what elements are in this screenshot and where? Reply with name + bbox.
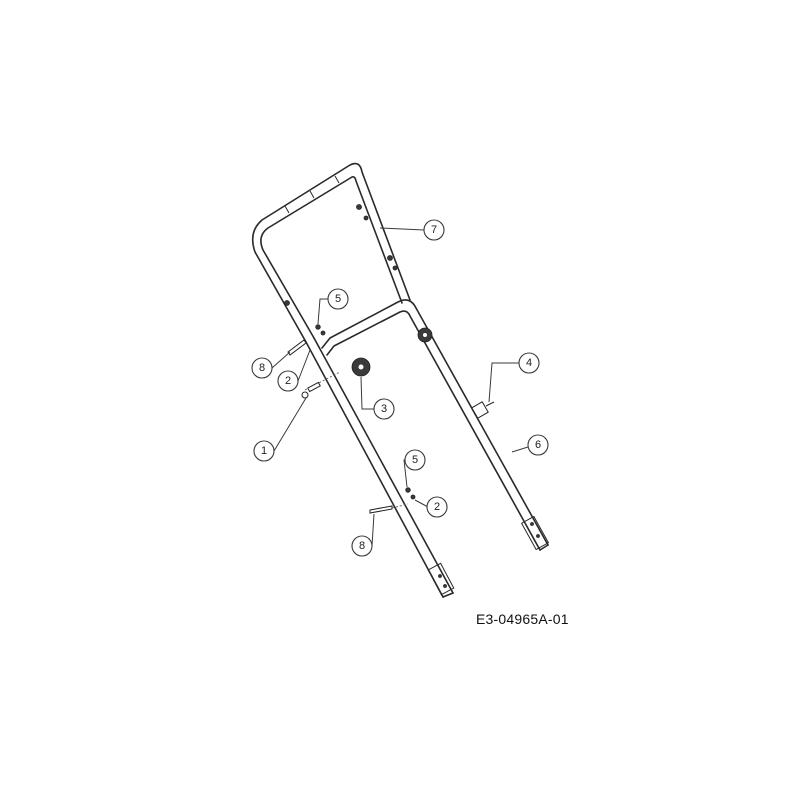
callout-label: 5 [412, 454, 418, 466]
leader-lines [271, 227, 529, 547]
lower-handle [321, 299, 550, 551]
callout-label: 6 [535, 439, 541, 451]
pin-lower [369, 505, 393, 514]
callout-8a: 8 [251, 357, 273, 379]
callout-label: 1 [261, 445, 267, 457]
callout-label: 5 [335, 293, 341, 305]
callout-label: 2 [285, 375, 291, 387]
bolt-left [301, 371, 341, 399]
callout-2b: 2 [426, 496, 448, 518]
callout-label: 7 [431, 224, 437, 236]
callout-5b: 5 [404, 449, 426, 471]
callout-1: 1 [253, 440, 275, 462]
callout-8b: 8 [351, 535, 373, 557]
callout-label: 4 [526, 357, 532, 369]
pin-upper [287, 339, 307, 356]
callout-7: 7 [423, 219, 445, 241]
drawing-code: E3-04965A-01 [476, 611, 569, 627]
knob-lower [351, 357, 371, 377]
callout-label: 8 [359, 540, 365, 552]
callout-3: 3 [373, 398, 395, 420]
callout-2a: 2 [277, 370, 299, 392]
callout-4: 4 [518, 352, 540, 374]
callout-label: 3 [381, 403, 387, 415]
knob-upper [417, 327, 433, 343]
callout-label: 2 [434, 501, 440, 513]
upper-handle [251, 162, 411, 343]
callout-6: 6 [527, 434, 549, 456]
callout-label: 8 [259, 362, 265, 374]
nut-lower [391, 487, 416, 509]
nut-upper [315, 324, 326, 336]
callout-5a: 5 [327, 288, 349, 310]
lower-left-tube [305, 337, 455, 598]
